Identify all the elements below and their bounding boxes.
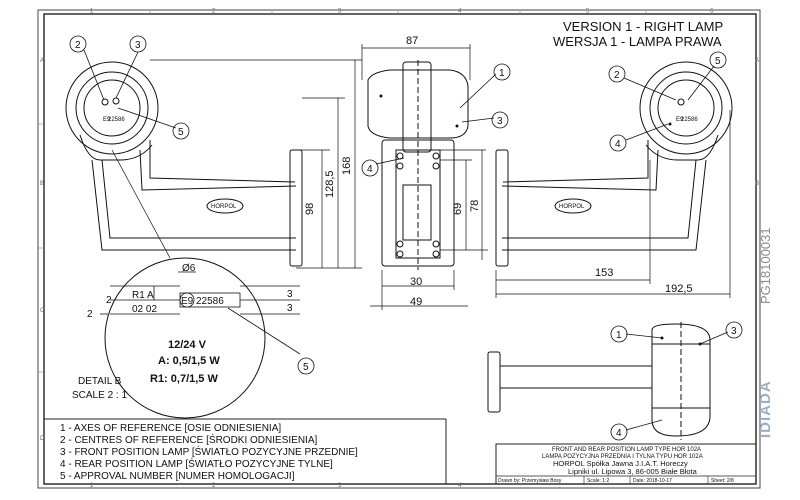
dim-69: 69: [452, 203, 464, 215]
dim-128-5: 128,5: [324, 170, 336, 198]
left-lens-text-2: 22586: [108, 117, 125, 123]
grid-col-1: 1: [90, 9, 94, 15]
grid-row-d: D: [40, 436, 45, 442]
detail-a-power: A: 0,5/1,5 W: [158, 355, 220, 367]
detail-callout-5: 5: [303, 362, 309, 373]
detail-dim-right: 3: [287, 289, 293, 300]
dim-87: 87: [406, 35, 418, 47]
dim-98: 98: [304, 203, 316, 215]
center-reference-dot-2: [455, 124, 459, 128]
left-reference-centre: [101, 98, 109, 106]
grid-col-5: 5: [586, 9, 590, 15]
dim-153: 153: [595, 267, 613, 279]
dim-168: 168: [341, 157, 353, 175]
grid-row-a-r: A: [755, 58, 759, 64]
grid-row-a: A: [40, 58, 44, 64]
grid-row-b-r: B: [755, 181, 759, 187]
title-line-1: VERSION 1 - RIGHT LAMP: [563, 19, 723, 34]
title-scale: Scale: 1:2: [587, 478, 609, 484]
title-drawn-by: Drawn by: Przemysław Bosy: [498, 478, 562, 484]
left-brand-label: HORPOL: [211, 204, 237, 210]
detail-e9: E9: [181, 296, 194, 307]
bottom-side-view: [487, 322, 711, 440]
left-callout-3: 3: [135, 40, 141, 51]
right-callout-5: 5: [715, 56, 721, 67]
right-lamp-view: [495, 61, 733, 267]
legend-item-2: 2 - CENTRES OF REFERENCE [ŚRODKI ODNIESI…: [60, 433, 317, 446]
grid-col-2b: 2: [212, 483, 216, 489]
outer-frame: [37, 9, 761, 489]
right-reference-dot: [668, 122, 672, 126]
detail-dim-right2: 3: [287, 303, 293, 314]
right-brand-label: HORPOL: [559, 204, 585, 210]
detail-voltage: 12/24 V: [168, 339, 207, 351]
detail-label: DETAIL B: [78, 376, 122, 387]
grid-row-c: C: [40, 308, 45, 314]
left-reference-centre-2: [112, 97, 120, 105]
bottom-callout-3: 3: [731, 326, 737, 337]
dim-49: 49: [410, 296, 422, 308]
bottom-callout-1: 1: [616, 330, 622, 341]
detail-scale: SCALE 2 : 1: [72, 390, 127, 401]
title-date: Date: 2018-10-17: [633, 478, 672, 484]
title-company: HORPOL Spółka Jawna J.I.A.T. Horeczy: [553, 459, 688, 468]
title-address: Lipniki ul. Lipowa 3, 86-005 Białe Błota: [568, 467, 698, 476]
right-lens-text-2: 22586: [681, 117, 698, 123]
grid-col-4b: 4: [458, 483, 462, 489]
grid-col-3b: 3: [338, 483, 342, 489]
legend-item-3: 3 - FRONT POSITION LAMP [ŚWIATŁO POZYCYJ…: [60, 445, 358, 458]
legend-item-5: 5 - APPROVAL NUMBER [NUMER HOMOLOGACJI]: [60, 471, 295, 482]
title-block: FRONT AND REAR POSITION LAMP TYPE HOR 10…: [495, 443, 757, 485]
detail-diameter: Ø6: [182, 263, 196, 274]
title-desc-2: LAMPA POZYCYJNA PRZEDNIA I TYLNA TYPU HO…: [542, 454, 703, 460]
center-lamp-view: [367, 60, 469, 270]
detail-r1-power: R1: 0,7/1,5 W: [150, 373, 218, 385]
grid-col-4: 4: [458, 9, 462, 15]
dim-30: 30: [410, 276, 422, 288]
detail-b: Ø6 R1 A 02 02 E9 22586 2 2 3 3 5 12/24 V…: [72, 149, 315, 419]
center-reference-dot: [379, 94, 383, 98]
right-lens-text: E9: [676, 117, 684, 123]
left-callout-5: 5: [178, 127, 184, 138]
left-callout-2: 2: [75, 40, 81, 51]
left-lens-text: E9: [103, 117, 111, 123]
center-callout-4: 4: [367, 164, 373, 175]
dim-192-5: 192,5: [665, 283, 693, 295]
side-code: PG18100031: [758, 227, 773, 304]
center-callout-1: 1: [499, 68, 505, 79]
right-reference-centre: [677, 98, 685, 106]
inner-frame: [43, 13, 757, 485]
detail-approval: 22586: [196, 296, 224, 307]
center-callout-3: 3: [497, 116, 503, 127]
legend: 1 - AXES OF REFERENCE [OSIE ODNIESIENIA]…: [44, 418, 447, 484]
right-callout-4: 4: [615, 139, 621, 150]
grid-col-2: 2: [212, 9, 216, 15]
title-sheet: Sheet: 2/8: [711, 478, 734, 484]
title-line-2: WERSJA 1 - LAMPA PRAWA: [553, 34, 722, 49]
grid-col-3: 3: [338, 9, 342, 15]
left-lamp-view: [65, 61, 303, 267]
detail-codes: 02 02: [132, 304, 157, 315]
side-brand: IDIADA: [757, 380, 774, 438]
grid-columns: 1 2 3 4 5 6 1 2 3 4: [90, 9, 714, 490]
grid-rows: A B C D A B: [40, 58, 759, 442]
legend-item-4: 4 - REAR POSITION LAMP [ŚWIATŁO POZYCYJN…: [60, 457, 333, 470]
title-desc-1: FRONT AND REAR POSITION LAMP TYPE HOR 10…: [552, 447, 701, 453]
legend-item-1: 1 - AXES OF REFERENCE [OSIE ODNIESIENIA]: [60, 423, 281, 434]
dim-78: 78: [469, 200, 481, 212]
grid-row-b: B: [40, 181, 44, 187]
detail-dim-left: 2: [87, 309, 93, 320]
grid-col-1b: 1: [90, 483, 94, 489]
detail-dim-mid: 2: [106, 295, 112, 306]
grid-col-6: 6: [710, 9, 714, 15]
detail-r1a: R1 A: [132, 290, 154, 301]
right-callout-2: 2: [614, 70, 620, 81]
bottom-callout-4: 4: [616, 428, 622, 439]
